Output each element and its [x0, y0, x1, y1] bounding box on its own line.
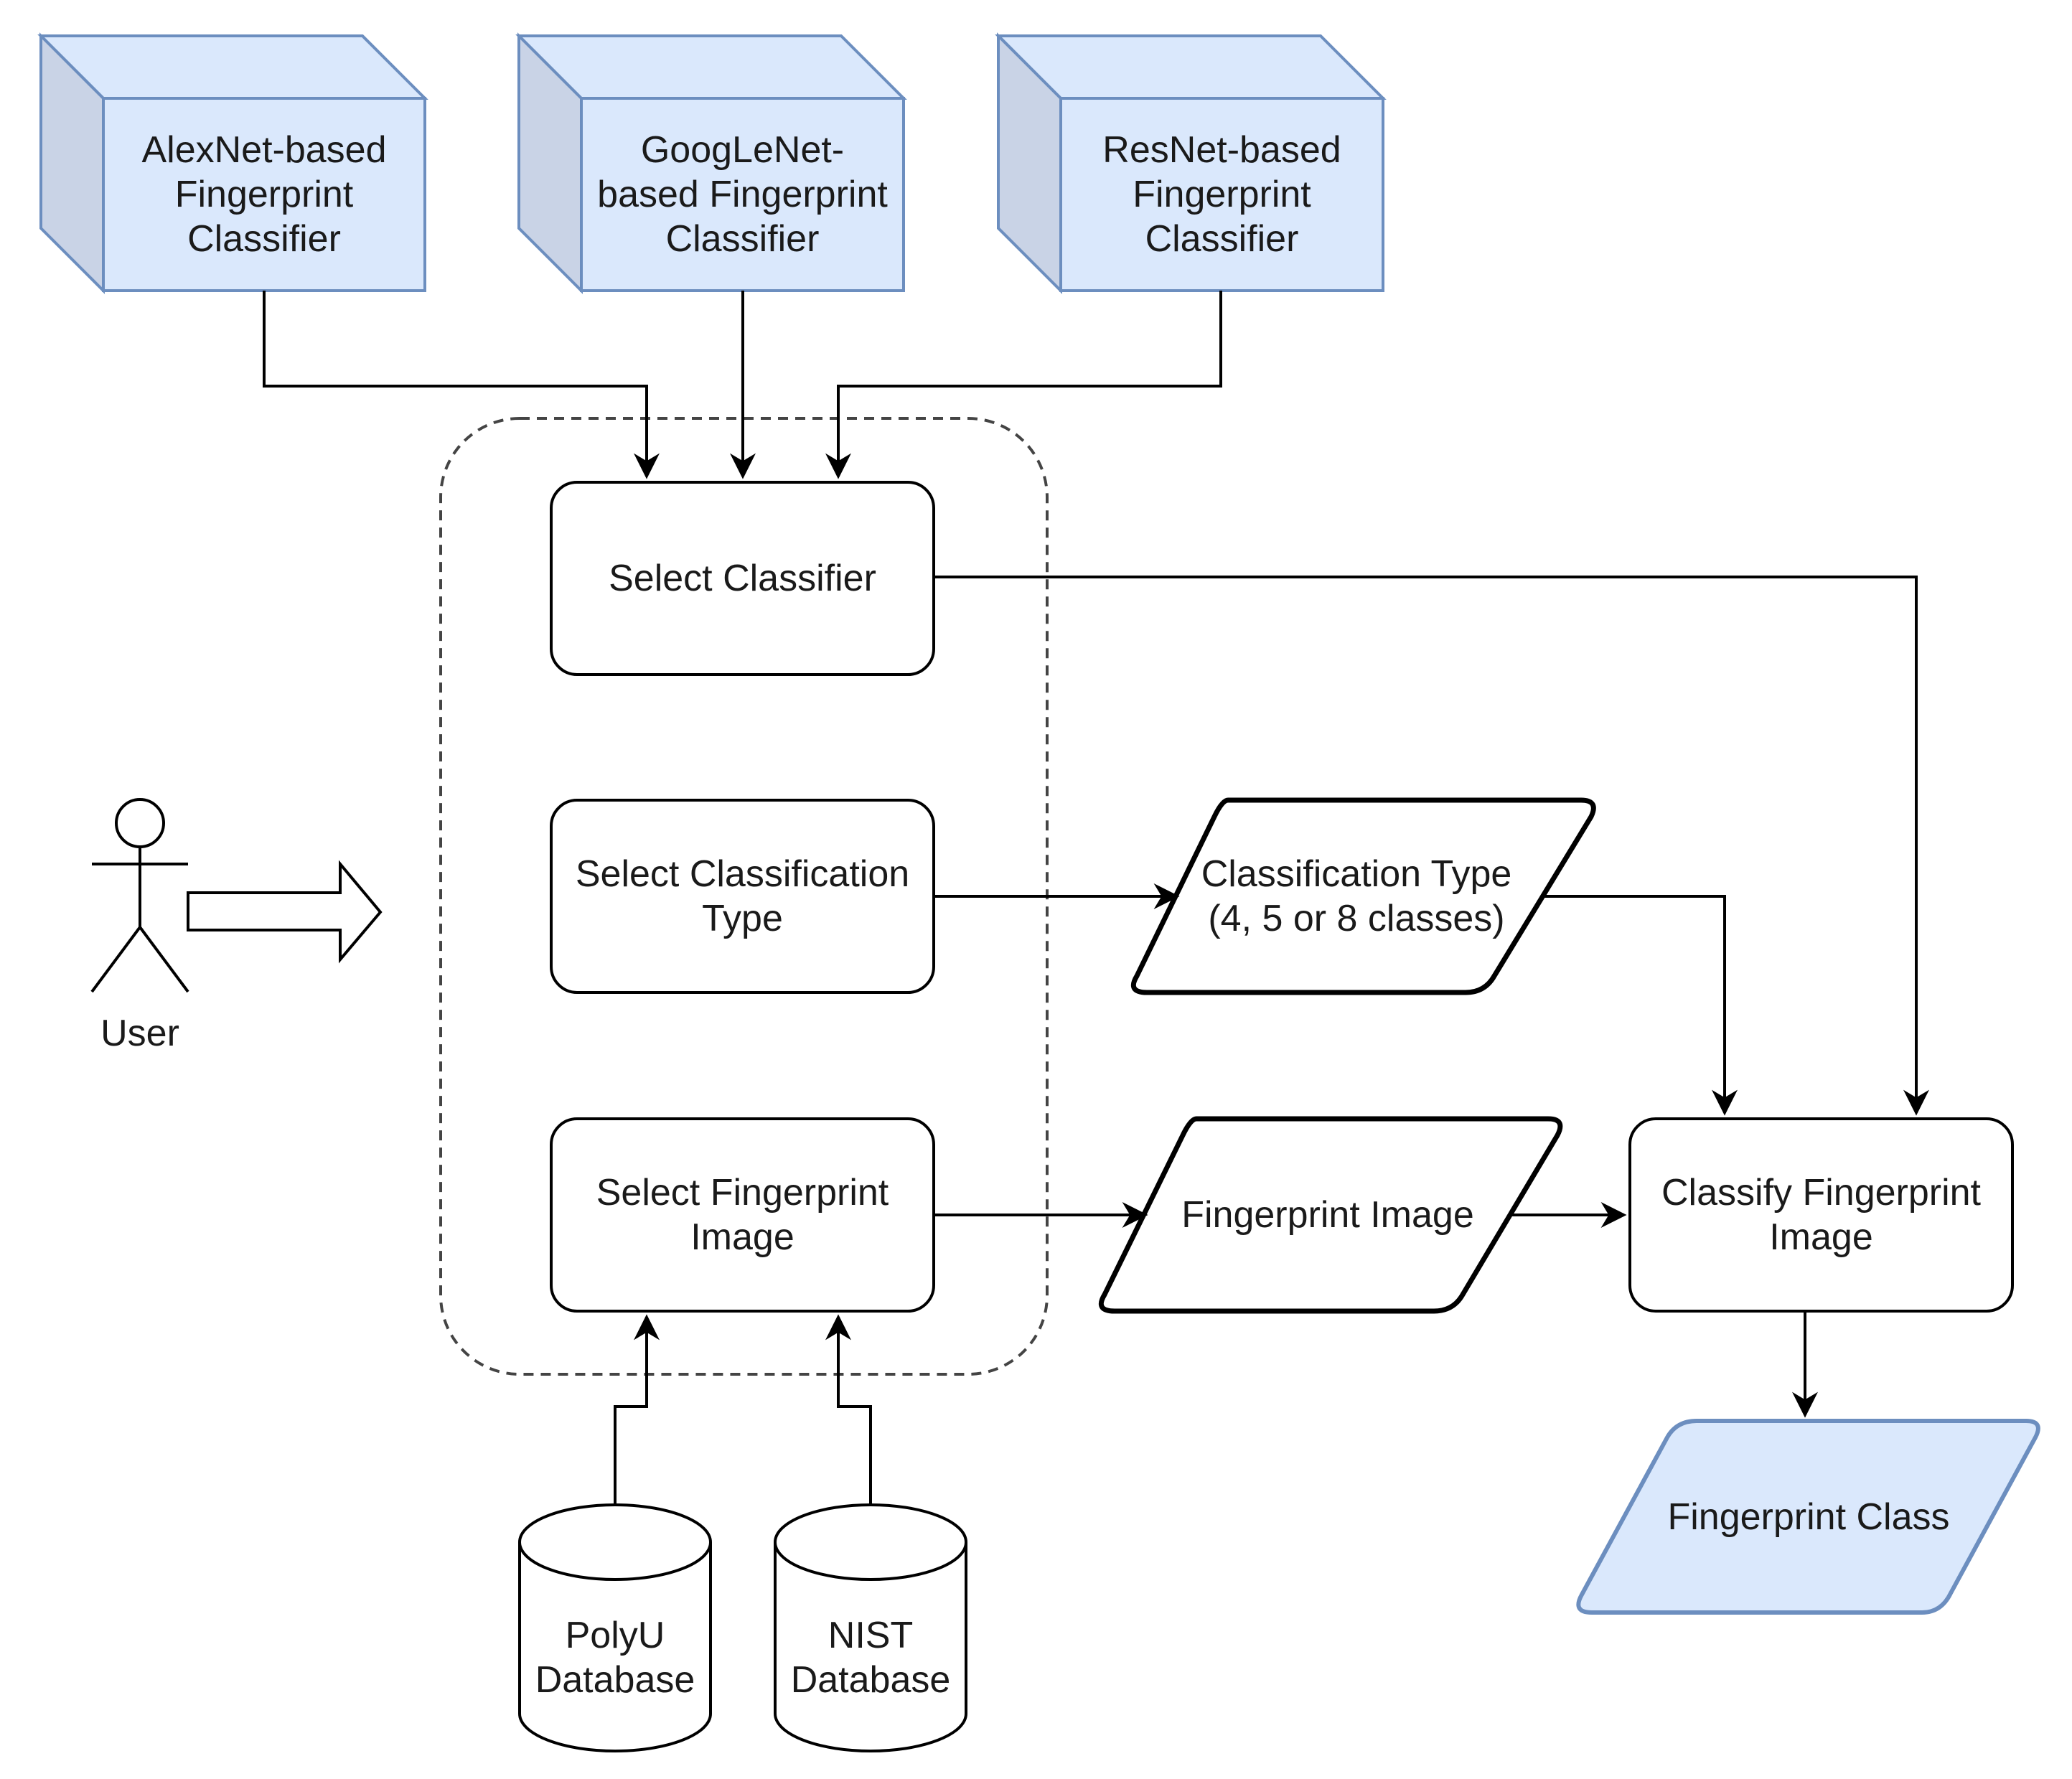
data-fingerprint-image — [1098, 1116, 1563, 1314]
database-nist — [774, 1503, 967, 1752]
classifier-box-alexnet — [37, 32, 428, 294]
user-input-arrow-icon — [187, 860, 383, 964]
edge-nist-to-image — [825, 1314, 872, 1505]
step-classify — [1628, 1117, 2014, 1313]
data-fingerprint-class — [1576, 1419, 2040, 1615]
edge-typedata-to-classify — [1542, 895, 1738, 1116]
step-select-classifier — [550, 481, 935, 676]
edge-alexnet-to-select — [263, 291, 660, 479]
edge-polyu-to-image — [614, 1314, 660, 1505]
classifier-box-googlenet — [515, 32, 907, 294]
edge-resnet-to-select — [825, 291, 1222, 479]
database-polyu — [518, 1503, 712, 1752]
edge-classifier-to-classify — [934, 576, 1929, 1116]
step-select-image — [550, 1117, 935, 1313]
data-classification-type — [1130, 797, 1596, 995]
classifier-box-resnet — [995, 32, 1387, 294]
user-actor-icon — [90, 798, 189, 993]
step-select-type — [550, 799, 935, 994]
